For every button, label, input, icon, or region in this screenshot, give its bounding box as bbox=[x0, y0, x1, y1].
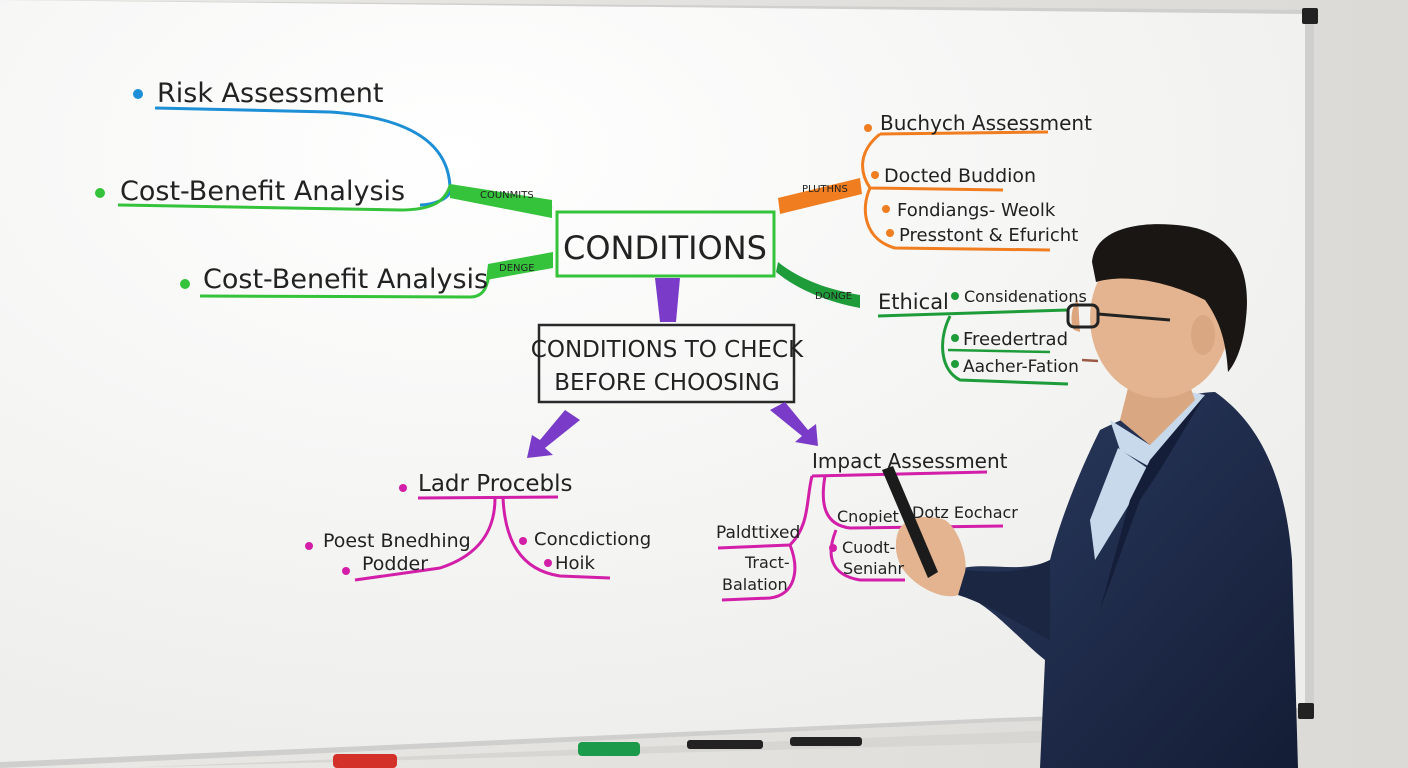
branch-item: Tract- bbox=[744, 553, 790, 572]
board-corner-clip bbox=[1302, 8, 1318, 24]
connector-label: DENGE bbox=[499, 263, 535, 274]
orange-branch-line bbox=[861, 132, 1004, 192]
mouth bbox=[1081, 358, 1099, 363]
board-corner-clip bbox=[1298, 703, 1314, 719]
checklist-title-line-2: BEFORE CHOOSING bbox=[554, 370, 779, 396]
magenta-branch-line bbox=[821, 475, 1004, 530]
branch-item: Presstont & Efuricht bbox=[899, 225, 1078, 246]
shirt bbox=[1090, 448, 1150, 560]
bullet bbox=[544, 559, 552, 567]
branch-item: Cuodt- bbox=[842, 538, 895, 557]
bullet bbox=[342, 567, 350, 575]
jacket bbox=[955, 392, 1298, 768]
branch-item: Freedertrad bbox=[963, 329, 1068, 350]
bullet bbox=[829, 544, 837, 552]
connector-band bbox=[486, 252, 553, 280]
orange-branch-line bbox=[863, 187, 1051, 252]
checklist-title-line-1: CONDITIONS TO CHECK bbox=[531, 337, 804, 363]
bullet bbox=[951, 334, 959, 342]
bullet bbox=[871, 171, 879, 179]
hair bbox=[1092, 224, 1247, 372]
arrow-down-icon bbox=[655, 278, 680, 322]
connector-label: PLUTHNS bbox=[802, 184, 848, 195]
bullet bbox=[399, 484, 407, 492]
connector-label: DONGE bbox=[815, 291, 852, 302]
bullet bbox=[95, 188, 105, 198]
magenta-branch-line bbox=[717, 475, 814, 550]
glasses-icon bbox=[1066, 303, 1171, 329]
branch-risk-assessment: Risk Assessment bbox=[157, 78, 384, 109]
bullet bbox=[882, 205, 890, 213]
branch-item: Poest Bnedhing bbox=[323, 530, 471, 552]
bullet bbox=[519, 537, 527, 545]
marker-black-icon bbox=[687, 740, 763, 749]
checklist-box bbox=[537, 323, 796, 404]
green-branch-line bbox=[117, 184, 553, 212]
connector-label: COUNMITS bbox=[480, 190, 534, 201]
branch-cost-benefit-1: Cost-Benefit Analysis bbox=[120, 176, 405, 207]
bullet bbox=[886, 229, 894, 237]
magenta-branch-line bbox=[829, 529, 905, 582]
branch-title: Ethical bbox=[878, 290, 949, 314]
nose bbox=[1071, 300, 1080, 332]
bullet bbox=[133, 89, 143, 99]
bullet bbox=[305, 542, 313, 550]
marker-black-icon bbox=[790, 737, 862, 746]
bullet bbox=[864, 124, 872, 132]
branch-item: Considenations bbox=[964, 287, 1087, 306]
conditions-box bbox=[555, 210, 776, 278]
connector-band bbox=[776, 262, 860, 308]
branch-title: Impact Assessment bbox=[812, 449, 1008, 473]
branch-cost-benefit-2: Cost-Benefit Analysis bbox=[203, 264, 488, 295]
sleeve bbox=[958, 560, 1050, 640]
orange-branch-line bbox=[879, 130, 1049, 136]
branch-title: Buchych Assessment bbox=[880, 111, 1092, 135]
branch-item: Docted Buddion bbox=[884, 165, 1036, 187]
branch-item: Balation bbox=[722, 575, 788, 594]
marker-pen-icon bbox=[882, 466, 938, 578]
branch-item: Podder bbox=[362, 553, 428, 575]
bullet bbox=[951, 360, 959, 368]
connector-band bbox=[778, 178, 862, 214]
marker-red-icon bbox=[333, 754, 397, 768]
central-title: CONDITIONS bbox=[563, 229, 767, 267]
green-branch-line bbox=[947, 348, 1051, 354]
branch-item: Seniahr bbox=[843, 559, 905, 578]
branch-title: Ladr Procebls bbox=[418, 471, 573, 497]
magenta-branch-line bbox=[417, 495, 559, 500]
arrow-down-left-icon bbox=[527, 410, 580, 458]
branch-item: Fondiangs- Weolk bbox=[897, 200, 1056, 221]
arrow-down-right-icon bbox=[770, 402, 818, 446]
branch-item: Concdictiong bbox=[534, 529, 651, 550]
branch-item: Cnopiet bbox=[837, 507, 899, 526]
bullet bbox=[180, 279, 190, 289]
branch-item: Paldttixed bbox=[716, 523, 800, 543]
green-branch-line bbox=[877, 308, 1069, 318]
branch-item: Aacher-Fation bbox=[963, 357, 1079, 377]
connector-band bbox=[450, 184, 552, 218]
ear bbox=[1191, 315, 1215, 355]
magenta-branch-line bbox=[501, 497, 611, 580]
bullet bbox=[951, 292, 959, 300]
branch-item: Hoik bbox=[555, 553, 596, 574]
magenta-branch-line bbox=[354, 497, 497, 582]
branch-item: Dotz Eochacr bbox=[912, 503, 1018, 522]
marker-green-icon bbox=[578, 742, 640, 756]
presenter-figure bbox=[882, 224, 1298, 768]
magenta-branch-line bbox=[721, 544, 797, 602]
green-branch-line bbox=[941, 315, 1069, 386]
magenta-branch-line bbox=[811, 470, 988, 478]
